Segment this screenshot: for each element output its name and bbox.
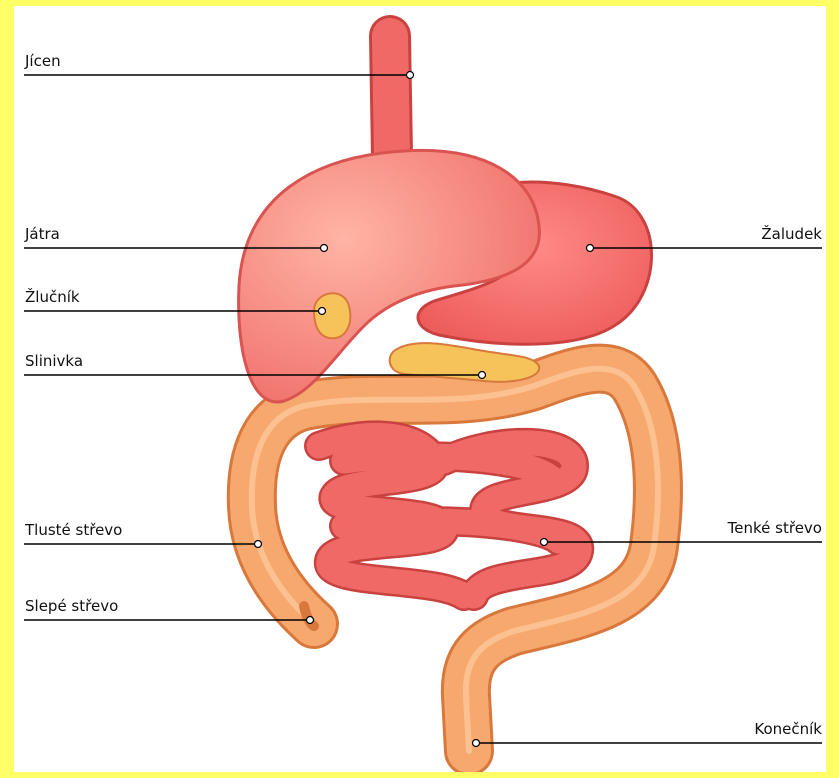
- label-rectum: Konečník: [754, 720, 822, 738]
- dot-esophagus: [407, 72, 414, 79]
- dot-stomach: [587, 245, 594, 252]
- label-esophagus: Jícen: [25, 52, 61, 70]
- dot-pancreas: [479, 372, 486, 379]
- dot-appendix: [307, 617, 314, 624]
- label-pancreas: Slinivka: [25, 352, 83, 370]
- large-intestine-shape: [252, 369, 658, 751]
- dot-large-intestine: [255, 541, 262, 548]
- gallbladder-shape: [314, 293, 350, 338]
- dot-small-intestine: [541, 539, 548, 546]
- label-stomach: Žaludek: [761, 225, 822, 243]
- digestive-system-illustration: [14, 6, 826, 772]
- label-gallbladder: Žlučník: [25, 288, 80, 306]
- label-liver: Játra: [25, 225, 60, 243]
- label-large-intestine: Tlusté střevo: [25, 521, 122, 539]
- dot-rectum: [473, 740, 480, 747]
- diagram-frame: Jícen Játra Žlučník Slinivka Tlusté stře…: [14, 6, 826, 772]
- dot-liver: [321, 245, 328, 252]
- small-intestine-shape: [319, 435, 579, 596]
- dot-gallbladder: [319, 308, 326, 315]
- label-small-intestine: Tenké střevo: [728, 519, 822, 537]
- label-appendix: Slepé střevo: [25, 597, 118, 615]
